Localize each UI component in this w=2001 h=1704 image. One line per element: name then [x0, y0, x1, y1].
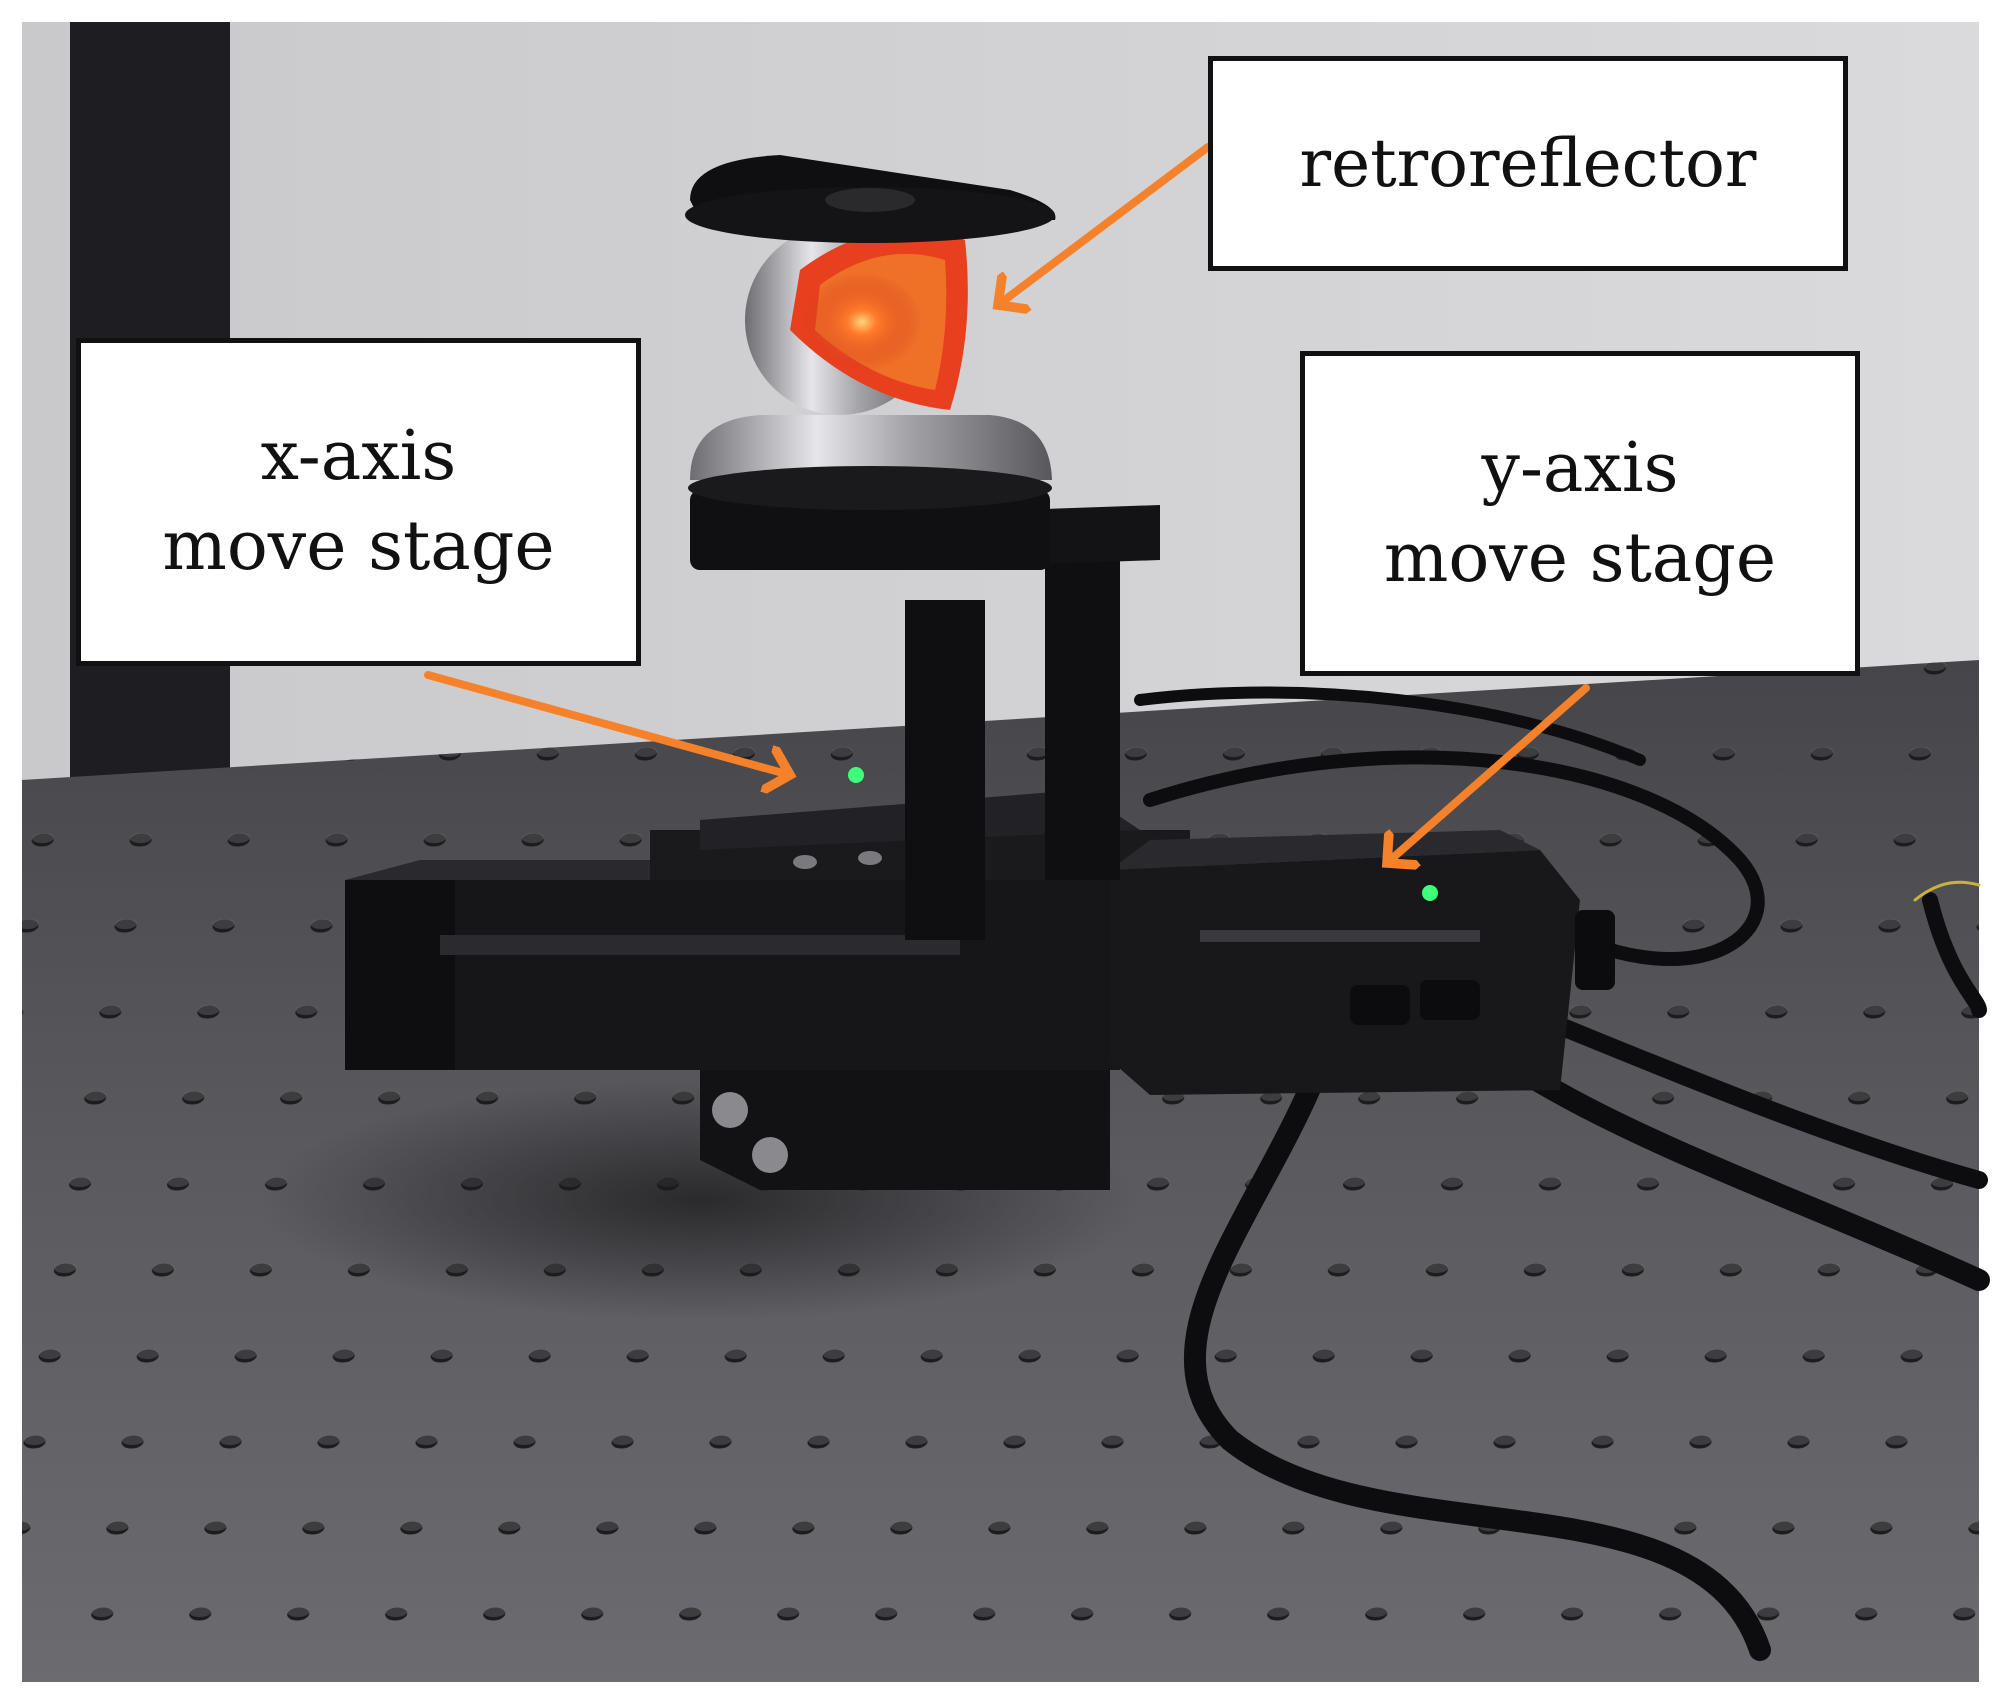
x-axis-arrow — [424, 671, 790, 775]
x-axis-label-line2: move stage — [162, 507, 555, 586]
x-stage-led — [848, 767, 864, 783]
y-axis-label-line1: y-axis — [1481, 428, 1679, 508]
x-axis-label-line1: x-axis — [260, 417, 457, 497]
y-stage-led — [1422, 885, 1438, 901]
y-axis-label-line2: move stage — [1383, 518, 1777, 598]
retroreflector-label-box: retroreflector — [1208, 56, 1848, 271]
retroreflector-label: retroreflector — [1299, 124, 1757, 202]
y-axis-label-box: y-axis move stage — [1300, 351, 1860, 676]
retroreflector-arrow — [998, 143, 1212, 305]
x-axis-label-box: x-axis move stage — [76, 338, 641, 666]
y-axis-arrow — [1387, 684, 1590, 863]
annotation-arrows — [424, 143, 1590, 863]
retroreflector-mount — [685, 155, 1056, 570]
